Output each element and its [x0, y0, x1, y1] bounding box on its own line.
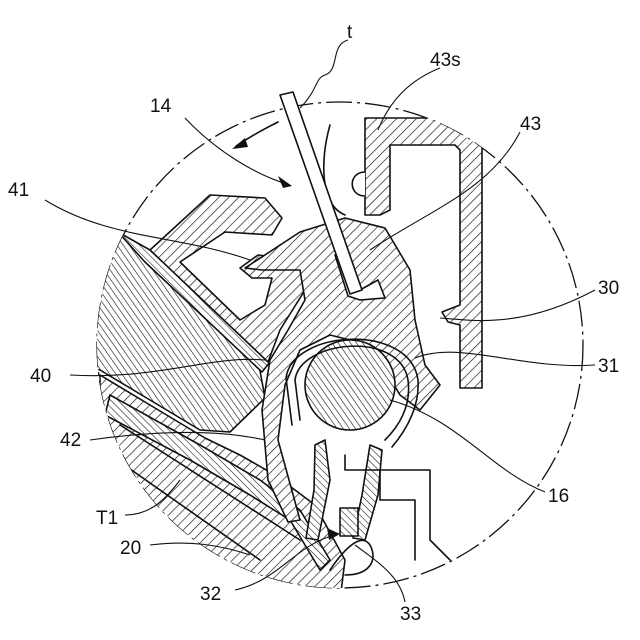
leader-33 — [355, 545, 405, 602]
label-32: 32 — [200, 584, 221, 605]
leader-31 — [415, 352, 595, 365]
lower-box-2 — [380, 470, 415, 560]
label-30: 30 — [598, 278, 619, 299]
leader-t — [300, 40, 348, 108]
label-31: 31 — [598, 356, 619, 377]
label-20: 20 — [120, 538, 141, 559]
small-block — [340, 508, 358, 536]
leader-43 — [370, 132, 520, 250]
label-t: t — [347, 22, 353, 43]
label-T1: T1 — [96, 508, 118, 529]
label-43s: 43s — [430, 50, 461, 71]
label-14: 14 — [150, 96, 172, 117]
leader-14 — [185, 118, 290, 185]
side-wall-bump — [352, 172, 365, 196]
label-16: 16 — [548, 486, 569, 507]
label-33: 33 — [400, 604, 421, 625]
label-41: 41 — [8, 180, 29, 201]
label-43: 43 — [520, 114, 541, 135]
label-40: 40 — [30, 366, 51, 387]
label-42: 42 — [60, 430, 81, 451]
